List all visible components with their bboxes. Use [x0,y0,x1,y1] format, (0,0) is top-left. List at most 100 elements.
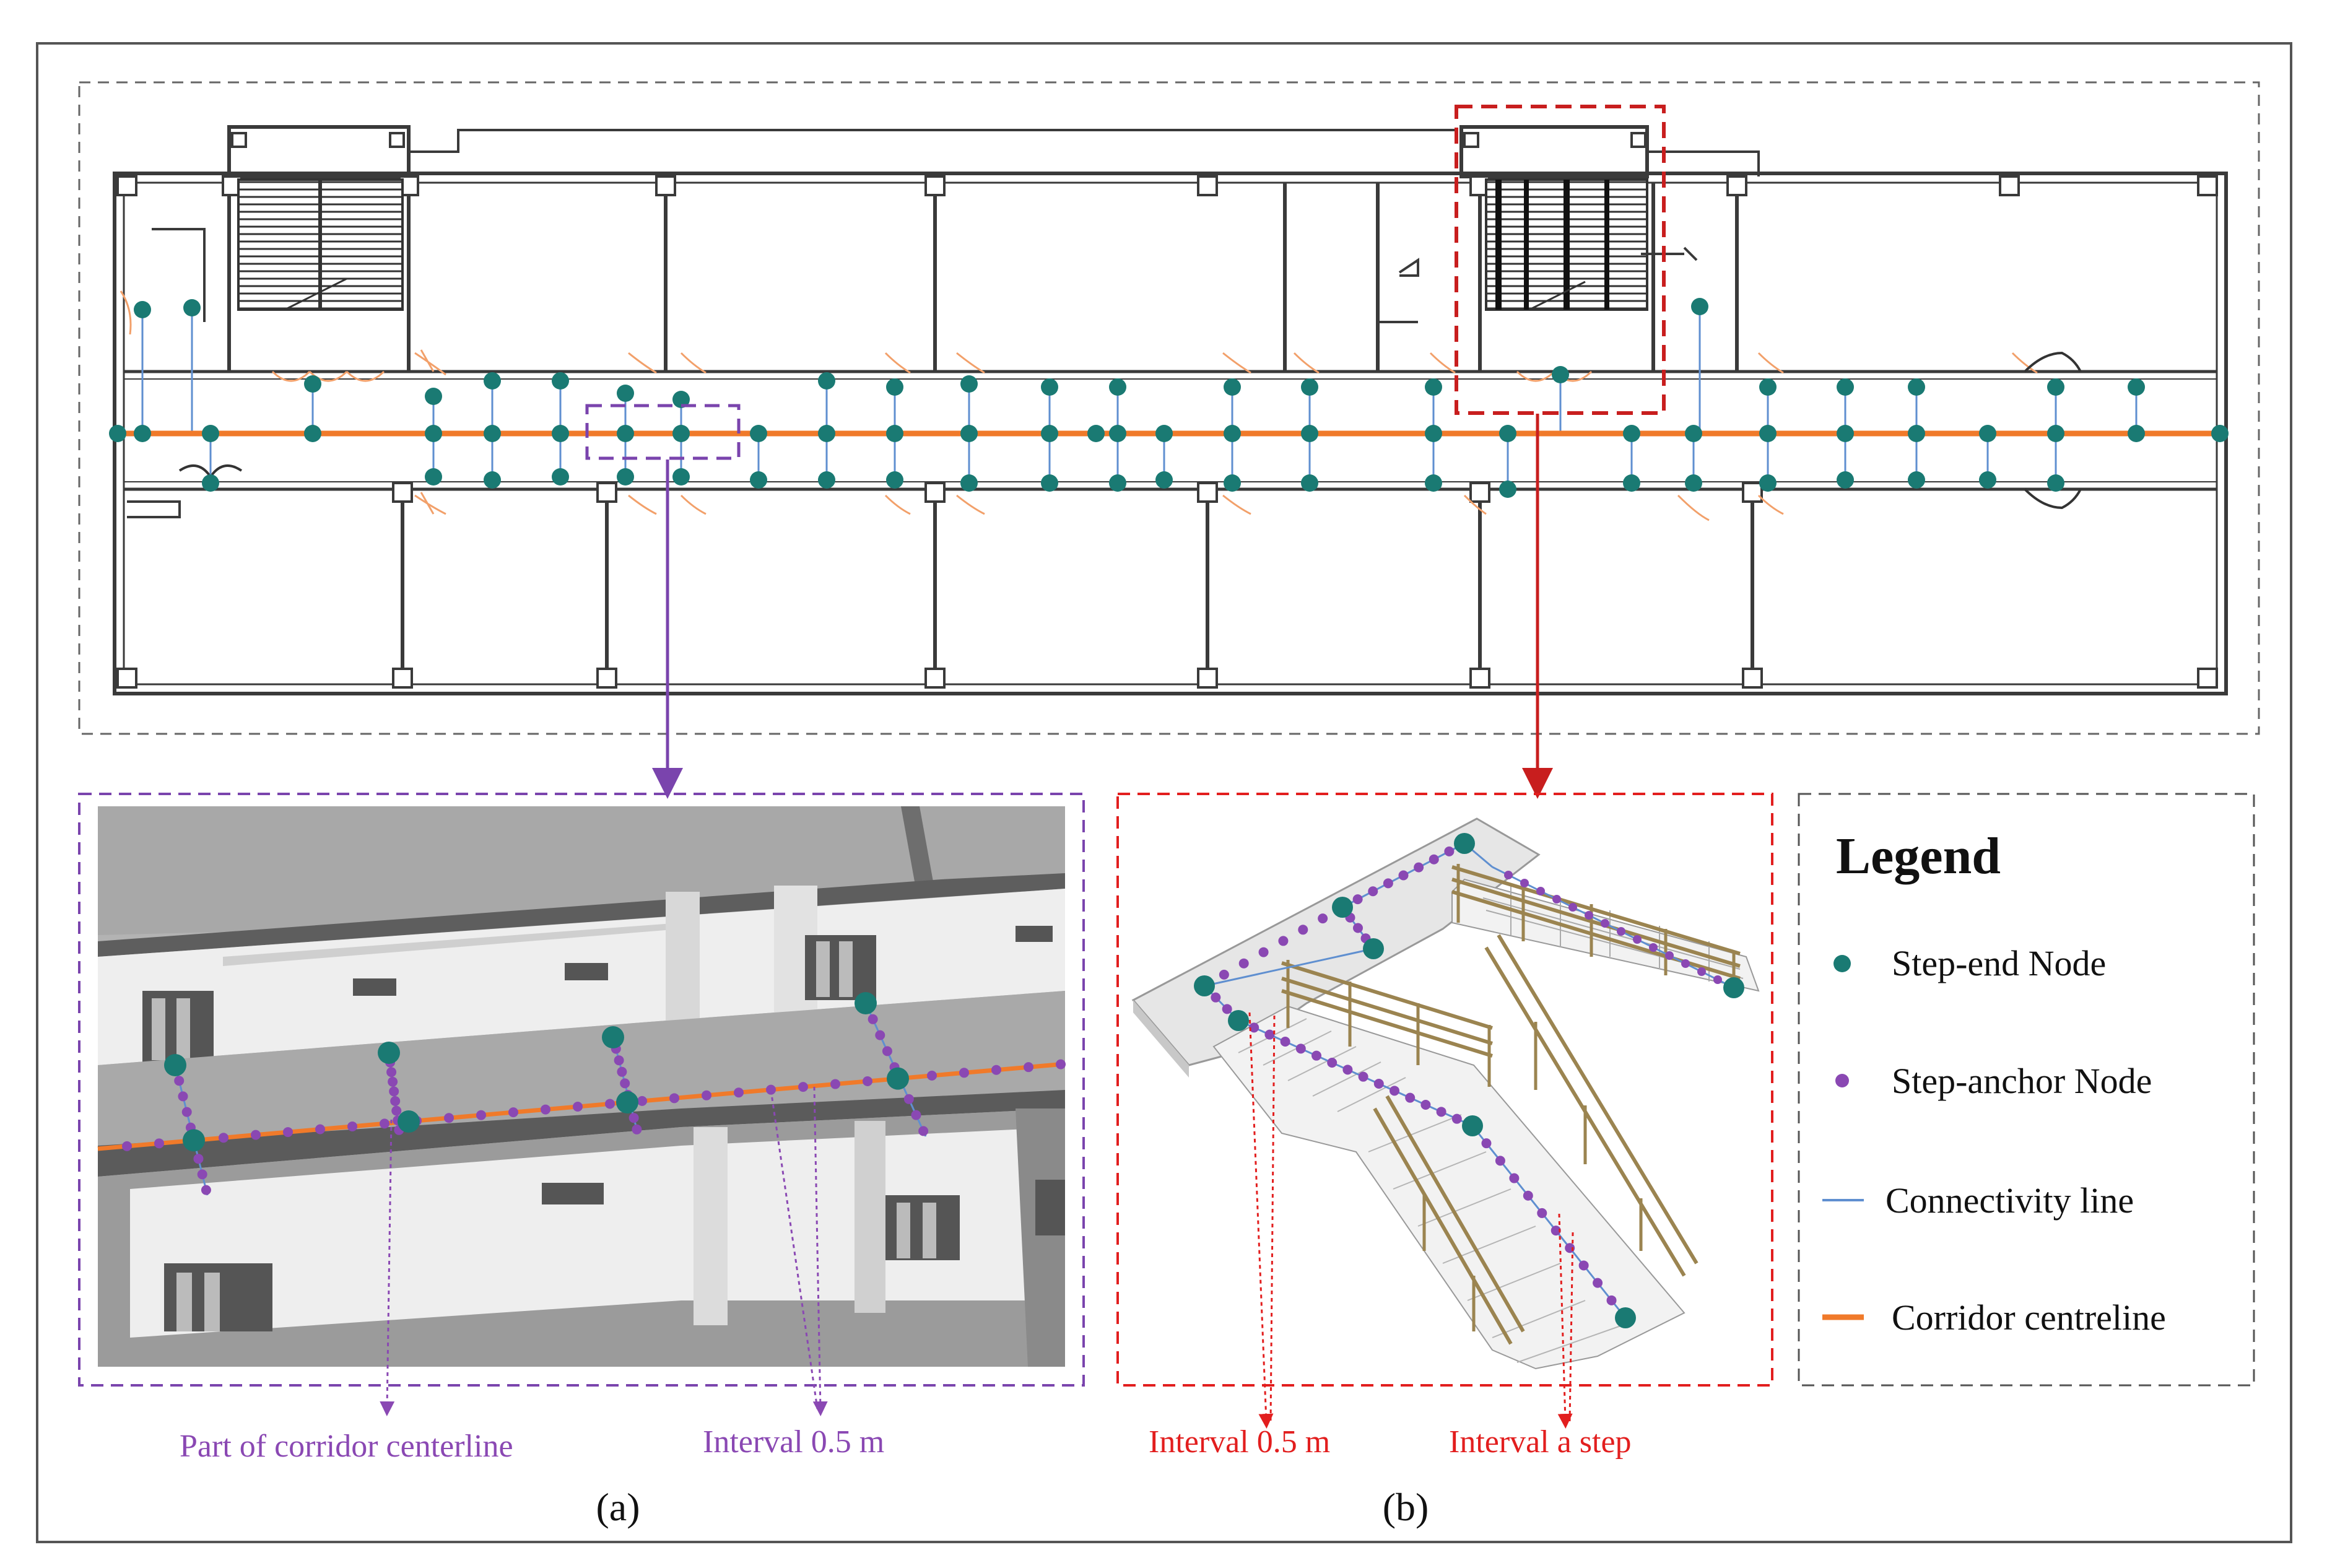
step-anchor-node [637,1095,647,1106]
step-anchor-node [347,1121,357,1131]
step-end-node [818,425,835,442]
step-anchor-node [882,1046,892,1056]
step-end-node [1041,378,1058,396]
step-anchor-node [1593,1278,1603,1288]
dark-door-swings [178,351,2082,510]
panel-b-caption: (b) [1383,1485,1429,1529]
step-end-node [672,468,690,486]
step-anchor-node [1617,927,1625,936]
step-end-node [552,425,569,442]
step-anchor-node [1280,1037,1290,1047]
step-anchor-node [1405,1092,1416,1103]
step-anchor-node [1222,1004,1232,1014]
step-end-node [1301,425,1318,442]
step-anchor-node [1606,1295,1617,1305]
step-anchor-node [573,1102,583,1112]
step-anchor-node [1568,903,1577,912]
panel-a: Part of corridor centerline Interval 0.5… [78,793,1085,1529]
legend-frame [1798,793,2255,1387]
step-anchor-node [1578,1260,1589,1271]
step-end-node [1908,471,1925,489]
step-anchor-node [391,1105,402,1116]
step-anchor-node [1429,854,1439,865]
step-end-node [1425,378,1442,396]
step-anchor-node [927,1070,937,1081]
step-end-node [2211,425,2229,442]
step-end-node [1623,425,1640,442]
step-end-node [1759,378,1777,396]
panel-a-caption: (a) [596,1485,640,1529]
step-end-node [134,425,151,442]
step-end-node [1155,471,1173,489]
legend-label-connectivity: Connectivity line [1886,1180,2134,1221]
stair-right [1485,178,1648,311]
pointer-corridor-centerline [380,1119,395,1416]
step-anchor-node [1552,895,1561,904]
step-anchor-node [181,1107,192,1117]
step-end-node [552,372,569,390]
step-anchor-node [1414,862,1424,873]
step-anchor-node [1681,959,1690,968]
step-anchor-node [1495,1156,1505,1166]
panel-b-network [1194,833,1744,1328]
step-end-node [1499,425,1516,442]
step-end-node [304,425,321,442]
step-end-node [1109,378,1126,396]
step-anchor-node [315,1124,325,1135]
step-end-node [1041,425,1058,442]
panel-a-network [97,992,1066,1196]
floor-plan-network [109,298,2229,498]
pointer-interval-a-1 [770,1089,819,1409]
step-anchor-node [541,1104,550,1115]
step-end-node [1194,975,1215,996]
step-anchor-node [1713,975,1722,984]
step-end-node [1908,378,1925,396]
step-anchor-node [1633,935,1642,944]
legend-symbol-step-end [1833,955,1851,972]
step-anchor-node [1504,871,1513,879]
step-end-node [183,299,201,316]
columns [116,132,2218,689]
floor-plan [78,81,2260,799]
step-anchor-node [1327,1058,1337,1068]
step-end-node [164,1054,186,1076]
room-partitions-upper [227,180,1739,372]
step-end-node [1228,1010,1249,1031]
step-end-node [818,471,835,489]
step-anchor-node [1601,919,1609,928]
room-partitions-lower [401,489,1754,684]
step-anchor-node [903,1094,914,1104]
step-end-node [602,1026,624,1048]
step-end-node [1224,474,1241,492]
legend-label-corridor: Corridor centreline [1892,1297,2166,1338]
step-end-node [425,425,442,442]
step-anchor-node [178,1091,188,1102]
building-walls [113,125,2228,695]
step-end-node [1691,298,1708,315]
step-end-node [1623,474,1640,492]
step-end-node [484,471,501,489]
step-anchor-node [620,1078,630,1089]
step-anchor-node [868,1014,878,1024]
step-anchor-node [219,1133,228,1143]
step-anchor-node [1352,894,1363,905]
step-end-node [1462,1115,1483,1136]
legend-label-step-end: Step-end Node [1892,943,2106,983]
step-end-node [425,388,442,405]
step-end-node [617,385,634,402]
door-swings [120,290,2038,521]
connectivity-line [1238,1019,1473,1127]
step-anchor-node [830,1079,840,1089]
step-end-node [1979,425,1996,442]
step-end-node [960,425,978,442]
step-anchor-node [174,1076,185,1086]
step-anchor-node [1481,1138,1492,1149]
step-anchor-node [1665,951,1674,960]
stair-3d-render [1131,817,1760,1370]
step-end-node [1837,471,1854,489]
step-anchor-node [1298,925,1308,935]
step-anchor-node [1520,879,1529,887]
step-anchor-node [1249,1022,1259,1033]
step-end-node [1759,425,1777,442]
step-end-node [1155,425,1173,442]
